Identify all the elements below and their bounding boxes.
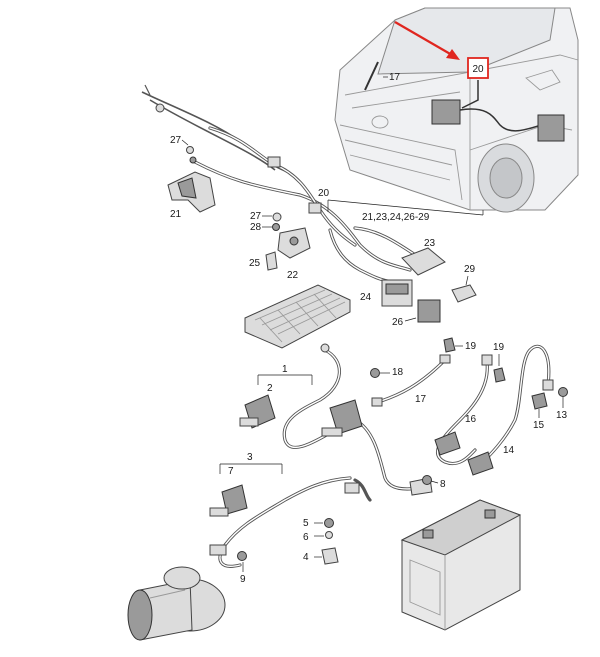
battery-icon-front bbox=[431, 99, 461, 125]
highlight-box-20: 20 bbox=[467, 57, 489, 79]
callout-9: 9 bbox=[240, 574, 246, 585]
battery-cable-16 bbox=[434, 354, 493, 466]
callout-17-strap: 17 bbox=[415, 394, 427, 405]
cable-lug-7 bbox=[209, 484, 248, 517]
battery-cable-14 bbox=[467, 344, 554, 476]
red-pointer-arrow bbox=[394, 21, 460, 60]
fuse-box-module bbox=[244, 284, 351, 349]
callout-group-20: 21,23,24,26-29 bbox=[362, 212, 430, 223]
callout-5: 5 bbox=[303, 518, 309, 529]
relay-26 bbox=[417, 299, 441, 323]
callout-2: 2 bbox=[267, 383, 273, 394]
starter-motor bbox=[127, 566, 226, 641]
callout-21: 21 bbox=[170, 209, 182, 220]
bracket-21 bbox=[167, 171, 216, 213]
callout-24: 24 bbox=[360, 292, 372, 303]
battery-cable-3 bbox=[209, 476, 372, 568]
callout-6: 6 bbox=[303, 532, 309, 543]
callout-29: 29 bbox=[464, 264, 476, 275]
callout-1: 1 bbox=[282, 364, 288, 375]
callout-25: 25 bbox=[249, 258, 261, 269]
callout-15: 15 bbox=[533, 420, 545, 431]
ground-strap-17 bbox=[371, 354, 451, 407]
callout-16: 16 bbox=[465, 414, 477, 425]
connector-block-22 bbox=[277, 227, 311, 259]
cable-lug-2 bbox=[239, 394, 276, 429]
callout-19-left: 19 bbox=[465, 341, 477, 352]
callout-17-top: 17 bbox=[389, 72, 401, 83]
callout-20-highlight: 20 bbox=[472, 64, 484, 75]
fuse-holder-23 bbox=[401, 247, 446, 276]
vehicle-front-illustration bbox=[334, 7, 579, 213]
callout-27-top: 27 bbox=[170, 135, 182, 146]
battery-cable-1 bbox=[282, 343, 433, 496]
callout-14: 14 bbox=[503, 445, 515, 456]
callout-8: 8 bbox=[440, 479, 446, 490]
vehicle-battery bbox=[400, 499, 522, 631]
callout-28: 28 bbox=[250, 222, 262, 233]
callout-26: 26 bbox=[392, 317, 404, 328]
callout-3: 3 bbox=[247, 452, 253, 463]
relay-box-24 bbox=[381, 279, 413, 307]
callout-7: 7 bbox=[228, 466, 234, 477]
callout-4: 4 bbox=[303, 552, 309, 563]
cable-lug-1b bbox=[321, 399, 363, 437]
callout-23: 23 bbox=[424, 238, 436, 249]
callout-27-mid: 27 bbox=[250, 211, 262, 222]
battery-icon-rear bbox=[537, 114, 565, 142]
callout-20-harness: 20 bbox=[318, 188, 330, 199]
callout-19-right: 19 bbox=[493, 342, 505, 353]
callout-22: 22 bbox=[287, 270, 299, 281]
callout-13: 13 bbox=[556, 410, 568, 421]
callout-18: 18 bbox=[392, 367, 404, 378]
